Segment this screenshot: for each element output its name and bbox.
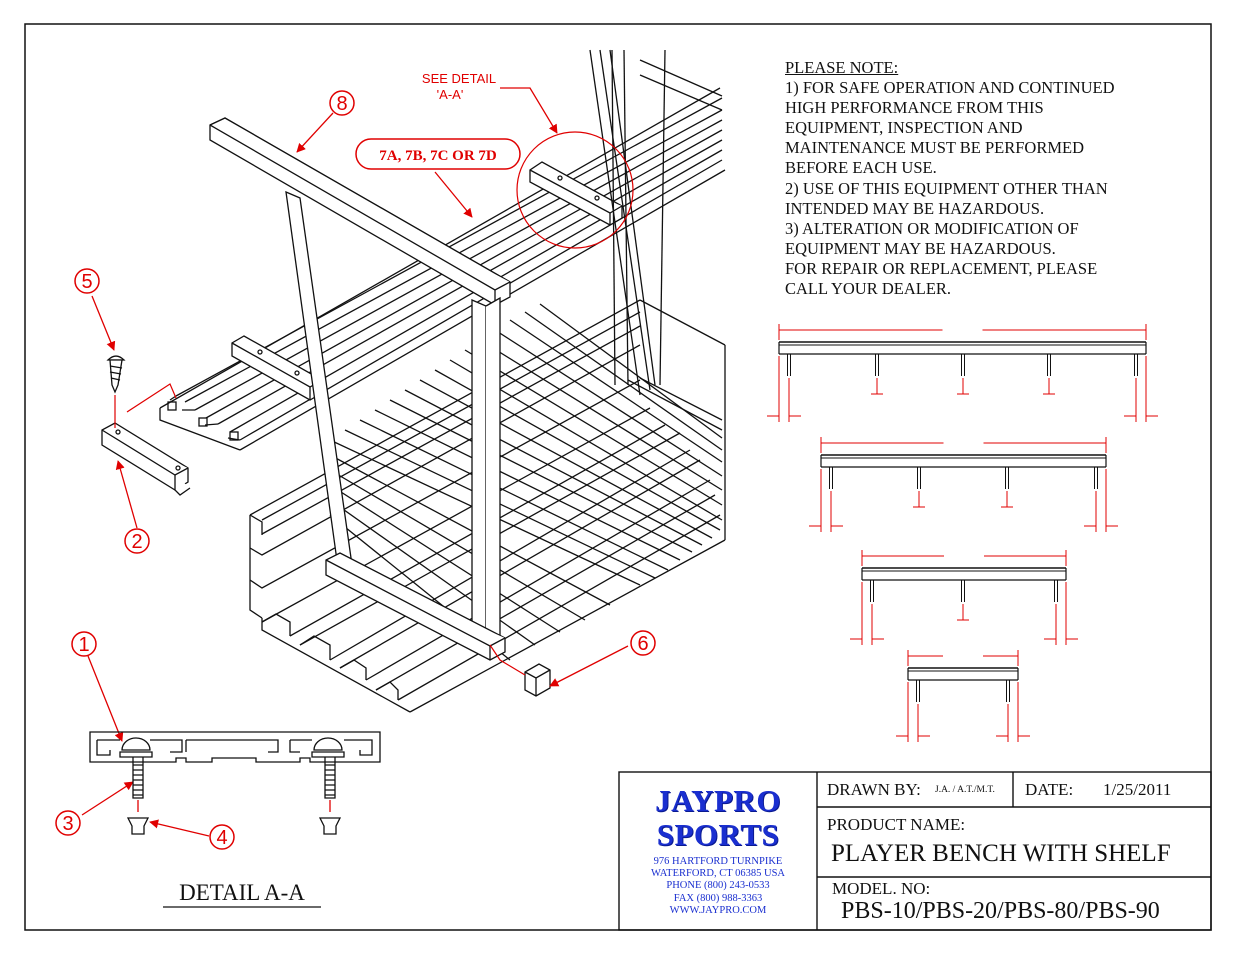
note-line: BEFORE EACH USE.: [785, 158, 937, 178]
company-name-line1: JAYPRO: [655, 783, 781, 818]
model-number-value: PBS-10/PBS-20/PBS-80/PBS-90: [841, 898, 1160, 924]
callout-leaders: [81, 87, 629, 837]
see-detail-label-2: 'A-A': [437, 87, 464, 102]
drawn-by-value: J.A. / A.T./M.T.: [935, 785, 995, 795]
address-line: PHONE (800) 243-0533: [666, 880, 770, 892]
note-line: EQUIPMENT, INSPECTION AND: [785, 118, 1023, 138]
drawn-by-label: DRAWN BY:: [827, 780, 921, 799]
date-label: DATE:: [1025, 780, 1074, 799]
detail-a-a-label: DETAIL A-A: [179, 880, 305, 905]
callout-7: 7A, 7B, 7C OR 7D: [379, 148, 497, 164]
company-address: 976 HARTFORD TURNPIKE WATERFORD, CT 0638…: [620, 856, 816, 917]
note-line: FOR REPAIR OR REPLACEMENT, PLEASE: [785, 258, 1098, 278]
top-rail-8: [209, 117, 511, 306]
sheet-border: [24, 23, 1212, 931]
title-block-frame: [618, 771, 1212, 931]
callout-1: 1: [78, 634, 89, 656]
detail-a-a-section: [89, 731, 381, 835]
address-line: WATERFORD, CT 06385 USA: [651, 868, 785, 880]
note-line: INTENDED MAY BE HAZARDOUS.: [785, 198, 1045, 218]
note-line: HIGH PERFORMANCE FROM THIS: [785, 98, 1044, 118]
notes-heading: PLEASE NOTE:: [785, 58, 899, 77]
note-line: 3) ALTERATION OR MODIFICATION OF: [785, 218, 1079, 238]
note-line: 2) USE OF THIS EQUIPMENT OTHER THAN: [785, 178, 1108, 198]
model-number-label: MODEL. NO:: [832, 879, 931, 898]
note-line: CALL YOUR DEALER.: [785, 279, 952, 299]
rear-top-rail: [529, 161, 623, 226]
assembly-guide-lines: [114, 131, 634, 676]
note-line: EQUIPMENT MAY BE HAZARDOUS.: [785, 238, 1056, 258]
end-cap-part-6: [524, 663, 551, 697]
callout-3: 3: [62, 813, 73, 835]
note-line: 1) FOR SAFE OPERATION AND CONTINUED: [785, 78, 1115, 98]
callout-8: 8: [336, 93, 347, 115]
callout-bubbles: [55, 90, 656, 850]
date-value: 1/25/2011: [1103, 780, 1172, 799]
callout-4: 4: [216, 827, 227, 849]
product-name-label: PRODUCT NAME:: [827, 815, 966, 834]
safety-notes: PLEASE NOTE: 1) FOR SAFE OPERATION AND C…: [785, 58, 1185, 299]
screw-part-5: [106, 355, 126, 394]
note-line: MAINTENANCE MUST BE PERFORMED: [785, 138, 1085, 158]
vertical-post: [471, 296, 501, 646]
address-line: 976 HARTFORD TURNPIKE: [653, 856, 783, 867]
product-name-value: PLAYER BENCH WITH SHELF: [831, 840, 1171, 867]
side-elevation-views: [767, 324, 1158, 742]
seat-plank: [249, 299, 726, 713]
callout-2: 2: [131, 531, 142, 553]
see-detail-label-1: SEE DETAIL: [422, 71, 496, 86]
website-link[interactable]: WWW.JAYPRO.COM: [669, 904, 767, 916]
callout-5: 5: [81, 271, 92, 293]
callout-6: 6: [637, 633, 648, 655]
bench-isometric-view: [101, 49, 726, 713]
shelf-bracket-part-2: [101, 422, 191, 496]
company-name-line2: SPORTS: [656, 817, 780, 852]
address-line: FAX (800) 988-3363: [673, 892, 763, 904]
